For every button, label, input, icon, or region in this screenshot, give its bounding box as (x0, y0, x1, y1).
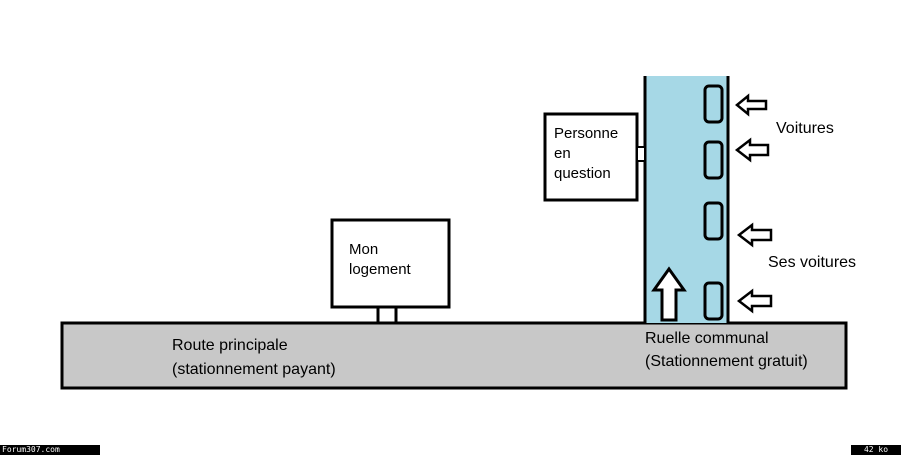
arrow-left-icon (735, 93, 768, 117)
watermark: Forum307.com (0, 445, 100, 455)
car-2 (703, 140, 724, 180)
arrow-left-icon (736, 288, 773, 314)
main-road-label: Route principale (172, 337, 288, 354)
cars-label: Voitures (776, 120, 834, 137)
home-label-line1: Mon (349, 241, 379, 258)
person-connector (636, 146, 646, 162)
home-label-line2: logement (349, 261, 411, 278)
person-label-line1: Personne (554, 125, 619, 142)
home-driveway (376, 305, 398, 325)
alley-note: (Stationnement gratuit) (645, 353, 808, 370)
car-1 (703, 84, 724, 124)
person-building (543, 112, 639, 202)
person-label-line2: en (554, 145, 571, 162)
arrow-left-icon (734, 137, 770, 163)
main-road-note: (stationnement payant) (172, 361, 336, 378)
main-road (60, 321, 848, 390)
his-cars-label: Ses voitures (768, 254, 857, 271)
person-label-line3: question (554, 165, 611, 182)
car-4 (703, 281, 724, 321)
alley-label: Ruelle communal (645, 330, 769, 347)
arrow-left-icon (736, 222, 773, 248)
arrow-up-icon (651, 266, 687, 322)
file-size: 42 ko (851, 445, 901, 455)
car-3 (703, 201, 724, 241)
